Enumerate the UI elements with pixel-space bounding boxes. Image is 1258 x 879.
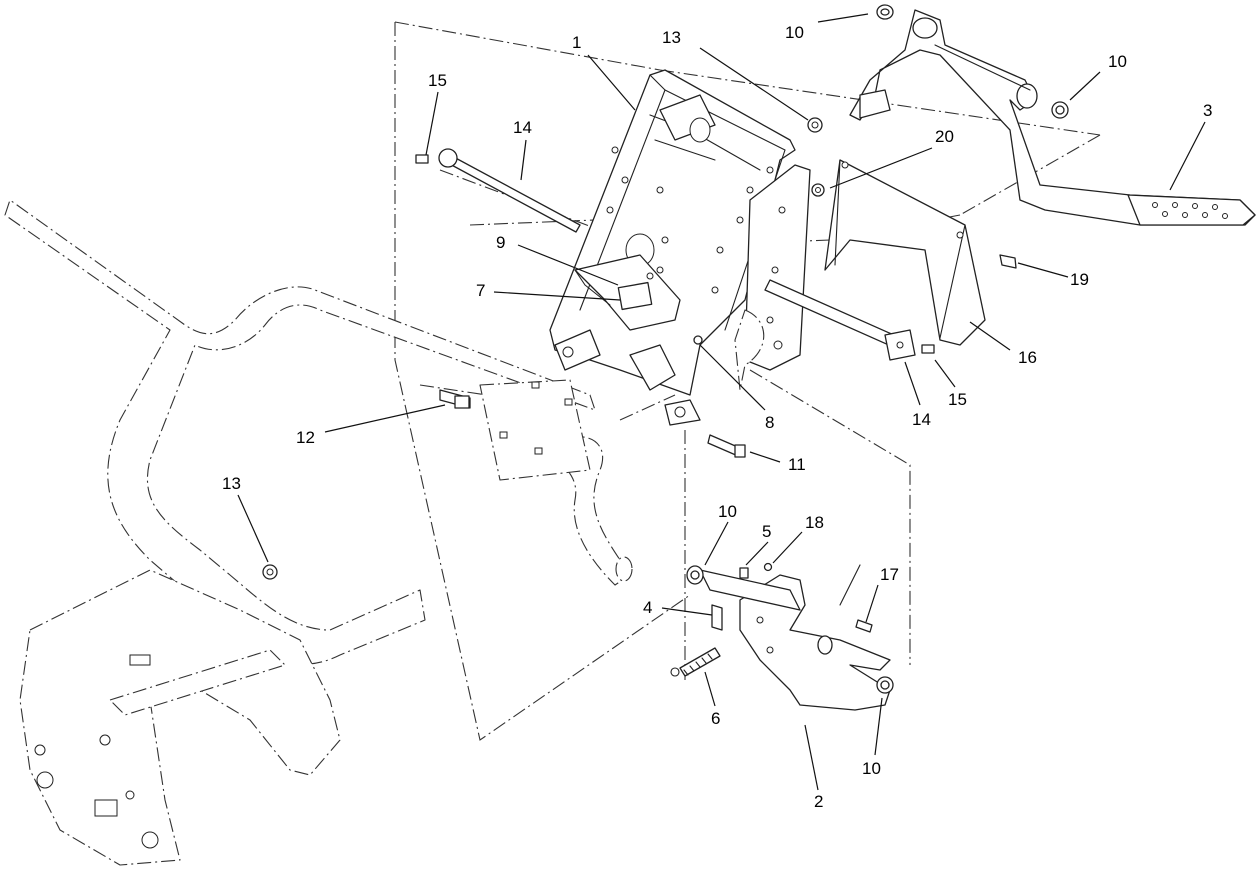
nut-lower xyxy=(262,564,278,580)
bolt-11 xyxy=(707,434,746,458)
pivot-rod-upper xyxy=(438,148,581,233)
callout-13-upper: 13 xyxy=(662,28,681,47)
callout-14-lower: 14 xyxy=(912,410,931,429)
callout-8: 8 xyxy=(765,413,774,432)
bushing-lower-right xyxy=(876,676,894,694)
callout-1: 1 xyxy=(572,33,581,52)
chassis-plate xyxy=(19,569,341,866)
callout-3: 3 xyxy=(1203,101,1212,120)
callout-15-right: 15 xyxy=(948,390,967,409)
callout-9: 9 xyxy=(496,233,505,252)
callout-6: 6 xyxy=(711,709,720,728)
hardware xyxy=(262,4,1069,694)
bolt-15-left xyxy=(415,154,429,164)
spring-rod-17 xyxy=(839,564,873,633)
leader-lines xyxy=(237,13,1206,791)
traction-pedal xyxy=(699,569,891,711)
callout-10-top-left: 10 xyxy=(785,23,804,42)
callout-10-lower-right: 10 xyxy=(862,759,881,778)
callout-18: 18 xyxy=(805,513,824,532)
pivot-rod-lower xyxy=(764,279,916,361)
pin-5 xyxy=(739,567,749,579)
callout-15-left: 15 xyxy=(428,71,447,90)
callout-20: 20 xyxy=(935,127,954,146)
pin-4 xyxy=(711,604,723,631)
bushing-top-right xyxy=(1051,101,1069,119)
bushing-lower-left xyxy=(686,565,704,585)
bushing-top-left xyxy=(876,4,894,20)
callout-10-lower-left: 10 xyxy=(718,502,737,521)
bolt-19 xyxy=(999,254,1017,269)
nut-upper xyxy=(807,117,823,133)
callout-13-lower: 13 xyxy=(222,474,241,493)
screw-18 xyxy=(763,562,773,572)
callout-labels: 1 13 10 10 3 15 14 20 9 7 8 19 16 14 15 … xyxy=(222,23,1212,811)
callout-10-top-right: 10 xyxy=(1108,52,1127,71)
tubular-frame xyxy=(4,199,633,665)
pedal-bracket xyxy=(549,69,811,426)
callout-5: 5 xyxy=(762,522,771,541)
callout-19: 19 xyxy=(1070,270,1089,289)
pedal-tread xyxy=(1127,194,1256,226)
callout-14-upper: 14 xyxy=(513,118,532,137)
switch-assembly xyxy=(574,254,681,331)
callout-7: 7 xyxy=(476,281,485,300)
callout-17: 17 xyxy=(880,565,899,584)
callout-16: 16 xyxy=(1018,348,1037,367)
bolt-12 xyxy=(439,389,471,409)
nut-20 xyxy=(811,183,825,197)
callout-12: 12 xyxy=(296,428,315,447)
shield-plate xyxy=(824,159,986,346)
brake-pedal xyxy=(849,9,1256,226)
bolt-15-right xyxy=(921,344,935,354)
spring-6 xyxy=(670,647,721,677)
screw-8 xyxy=(693,335,703,345)
callout-2: 2 xyxy=(814,792,823,811)
callout-11: 11 xyxy=(788,455,806,474)
callout-4: 4 xyxy=(643,598,652,617)
